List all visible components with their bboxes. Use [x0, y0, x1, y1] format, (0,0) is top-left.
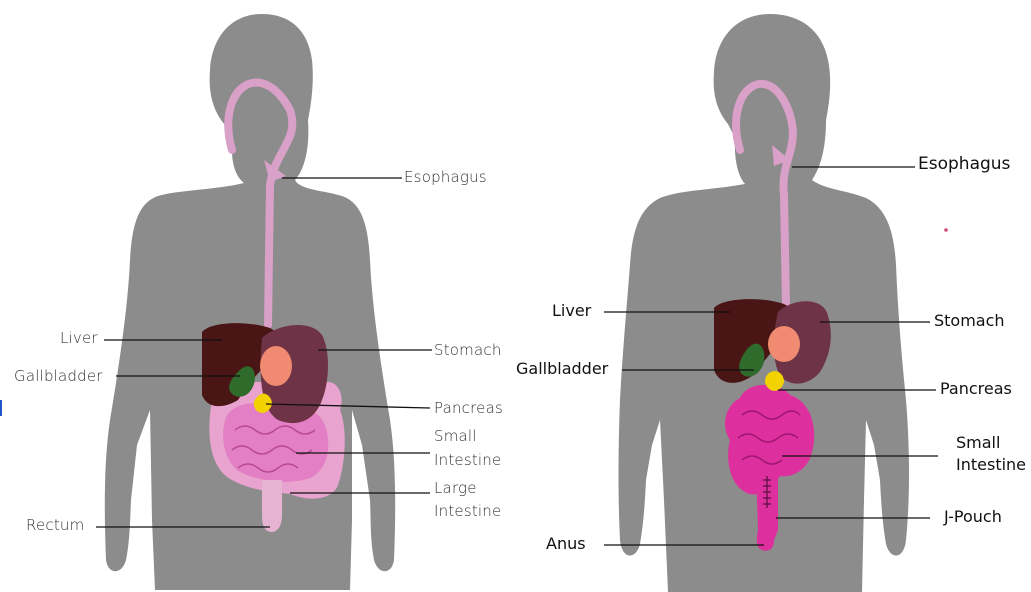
- left-label-esophagus: Esophagus: [404, 169, 487, 186]
- right-pink-dot: [944, 228, 948, 232]
- left-label-small-intestine-line1: Small: [434, 428, 477, 445]
- right-label-stomach: Stomach: [934, 312, 1005, 330]
- left-edge-blue-mark: [0, 400, 2, 416]
- right-label-pancreas: Pancreas: [940, 380, 1012, 398]
- right-label-jpouch: J-Pouch: [944, 508, 1002, 526]
- left-body-silhouette: [105, 14, 395, 590]
- left-rectum: [262, 480, 282, 532]
- right-label-anus: Anus: [546, 535, 586, 553]
- right-label-esophagus: Esophagus: [918, 155, 1010, 175]
- left-label-liver: Liver: [60, 330, 98, 347]
- left-label-stomach: Stomach: [434, 342, 502, 359]
- right-label-small-intestine-line1: Small: [956, 434, 1000, 452]
- left-label-small-intestine-line2: Intestine: [434, 452, 501, 469]
- left-label-rectum: Rectum: [26, 517, 84, 534]
- left-label-large-intestine-line2: Intestine: [434, 503, 501, 520]
- left-label-gallbladder: Gallbladder: [14, 368, 103, 385]
- right-label-liver: Liver: [552, 302, 591, 320]
- left-label-large-intestine-line1: Large: [434, 480, 477, 497]
- left-salmon-organ: [260, 346, 292, 386]
- right-label-gallbladder: Gallbladder: [516, 360, 608, 378]
- left-figure: [96, 14, 432, 590]
- right-salmon-organ: [768, 326, 800, 362]
- right-label-small-intestine-line2: Intestine: [956, 456, 1026, 474]
- left-label-pancreas: Pancreas: [434, 400, 503, 417]
- right-figure: [604, 14, 948, 592]
